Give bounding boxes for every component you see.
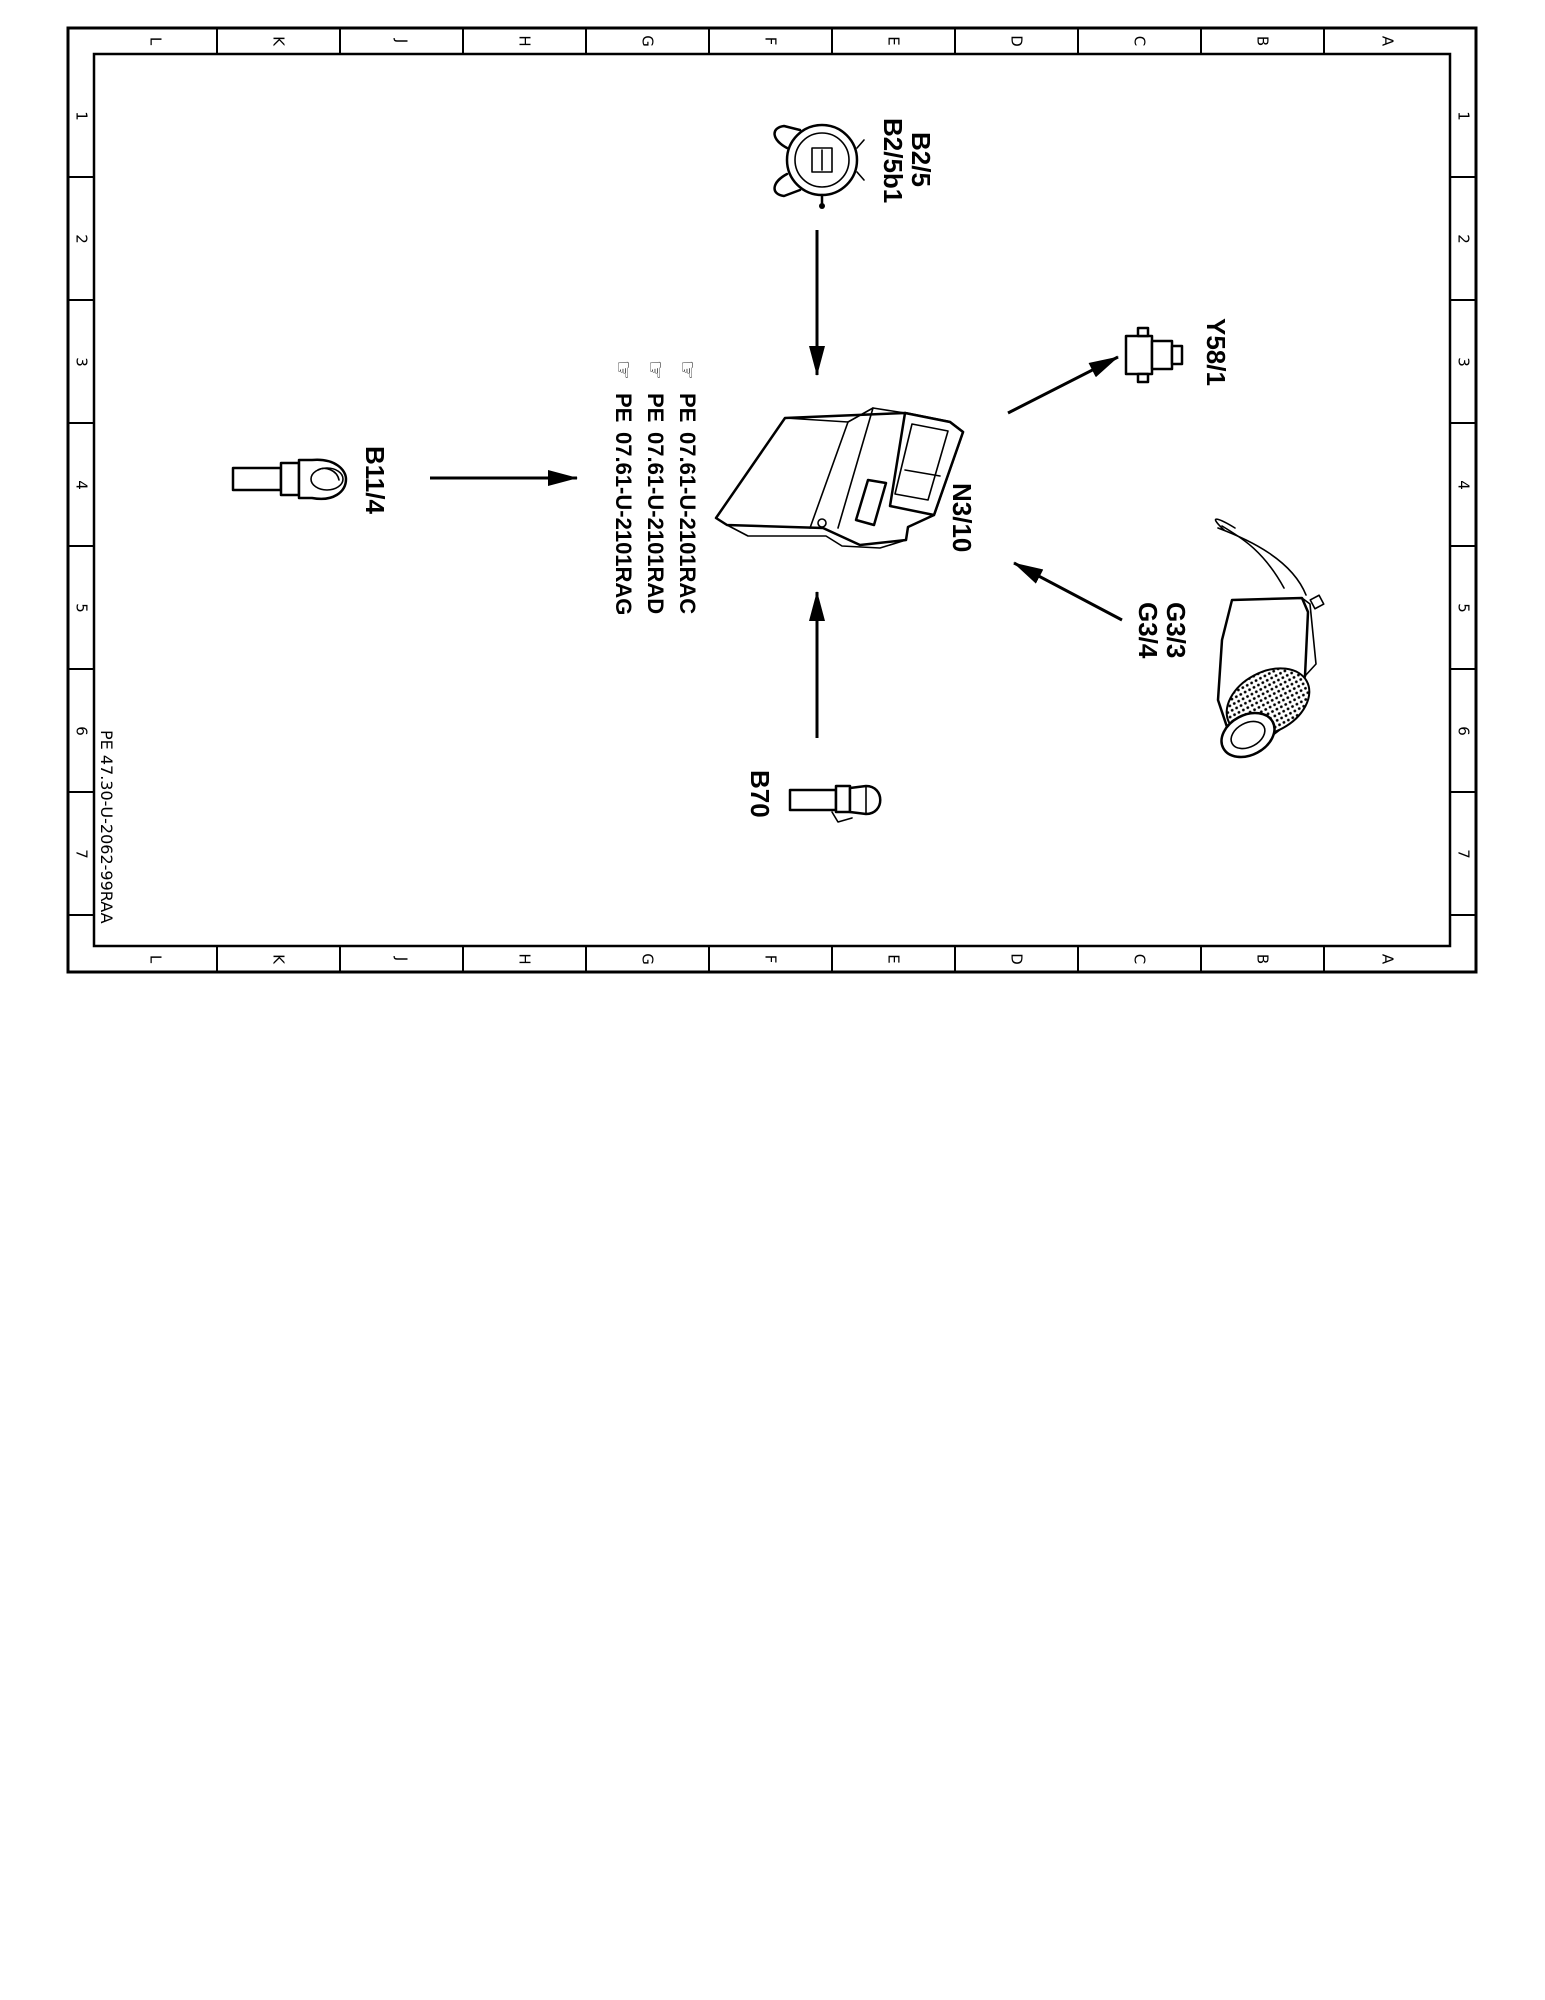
b2-5-label-line2: B2/5b1 [878,118,908,203]
column-letter: C [1131,954,1149,964]
column-letter: E [885,954,903,963]
column-letter: D [1008,35,1026,47]
reference-code: 07.61-U-2101RAC [675,432,700,614]
row-numbers-right: 1 2 3 4 5 6 7 [1455,111,1473,859]
reference-list: ☞ PE 07.61-U-2101RAC ☞ PE 07.61-U-2101RA… [611,360,700,615]
arrow-n3-10-to-y58-1 [1007,355,1119,415]
row-dividers-left [68,176,94,916]
pointing-hand-icon: ☞ [643,360,668,380]
row-dividers-right [1450,176,1476,916]
b70-sensor-illustration [788,784,882,823]
g3-label-line1: G3/3 [1161,602,1191,658]
column-letters-bottom: L K J H G F E D C B A [147,953,1397,965]
column-dividers-top [216,28,1325,54]
column-letter: K [270,954,288,965]
row-number: 7 [73,849,91,859]
column-letter: E [885,36,903,45]
row-number: 3 [73,357,91,367]
row-number: 6 [1455,726,1473,736]
n3-10-label: N3/10 [947,483,977,552]
column-letter: J [393,38,411,43]
drawing-frame: L K J H G F E D C B A L K J H G F E D C … [66,26,1478,974]
column-letter: G [639,35,657,47]
reference-code: 07.61-U-2101RAG [611,432,636,615]
row-number: 5 [1455,603,1473,613]
pointing-hand-icon: ☞ [611,360,636,380]
row-numbers-left: 1 2 3 4 5 6 7 [73,111,91,859]
row-number: 6 [73,726,91,736]
y58-1-label: Y58/1 [1201,318,1231,386]
column-letter: H [516,35,534,46]
row-number: 1 [1455,111,1473,121]
reference-item: ☞ PE 07.61-U-2101RAD [643,360,668,614]
row-number: 1 [73,111,91,121]
reference-prefix: PE [611,393,636,422]
reference-item: ☞ PE 07.61-U-2101RAG [611,360,636,615]
g3-oxygen-sensor-illustration [1214,518,1325,759]
b2-5-label-line1: B2/5 [906,132,936,187]
arrow-g3-to-n3-10 [1013,561,1123,622]
column-letter: H [516,953,534,964]
reference-item: ☞ PE 07.61-U-2101RAC [675,360,700,614]
column-letter: A [1379,36,1397,47]
row-number: 4 [73,480,91,490]
column-dividers-bottom [216,946,1325,972]
column-letter: F [762,37,780,46]
pointing-hand-icon: ☞ [675,360,700,380]
reference-prefix: PE [675,393,700,422]
row-number: 2 [73,234,91,244]
column-letter: K [270,36,288,47]
column-letters-top: L K J H G F E D C B A [147,35,1397,47]
column-letter: F [762,955,780,964]
reference-prefix: PE [643,393,668,422]
column-letter: B [1254,954,1272,964]
y58-1-valve-illustration [1124,326,1184,384]
column-letter: L [147,955,165,964]
row-number: 4 [1455,480,1473,490]
column-letter: G [639,953,657,965]
row-number: 5 [73,603,91,613]
document-id: PE 47.30-U-2062-99RAA [97,730,116,924]
row-number: 3 [1455,357,1473,367]
b11-4-label: B11/4 [360,446,390,514]
g3-label-line2: G3/4 [1133,602,1163,659]
column-letter: C [1131,36,1149,46]
b70-label: B70 [745,770,775,818]
reference-code: 07.61-U-2101RAD [643,432,668,614]
column-letter: J [393,956,411,961]
column-letter: D [1008,953,1026,965]
b11-4-sensor-illustration [231,458,348,501]
b2-5-label: B2/5 B2/5b1 [878,118,936,203]
n3-10-control-unit-illustration [714,407,965,549]
column-letter: A [1379,954,1397,965]
g3-label: G3/3 G3/4 [1133,602,1191,659]
row-number: 2 [1455,234,1473,244]
signal-arrows [430,230,1123,738]
b2-5-sensor-illustration [773,123,865,209]
row-number: 7 [1455,849,1473,859]
column-letter: L [147,37,165,46]
column-letter: B [1254,36,1272,46]
